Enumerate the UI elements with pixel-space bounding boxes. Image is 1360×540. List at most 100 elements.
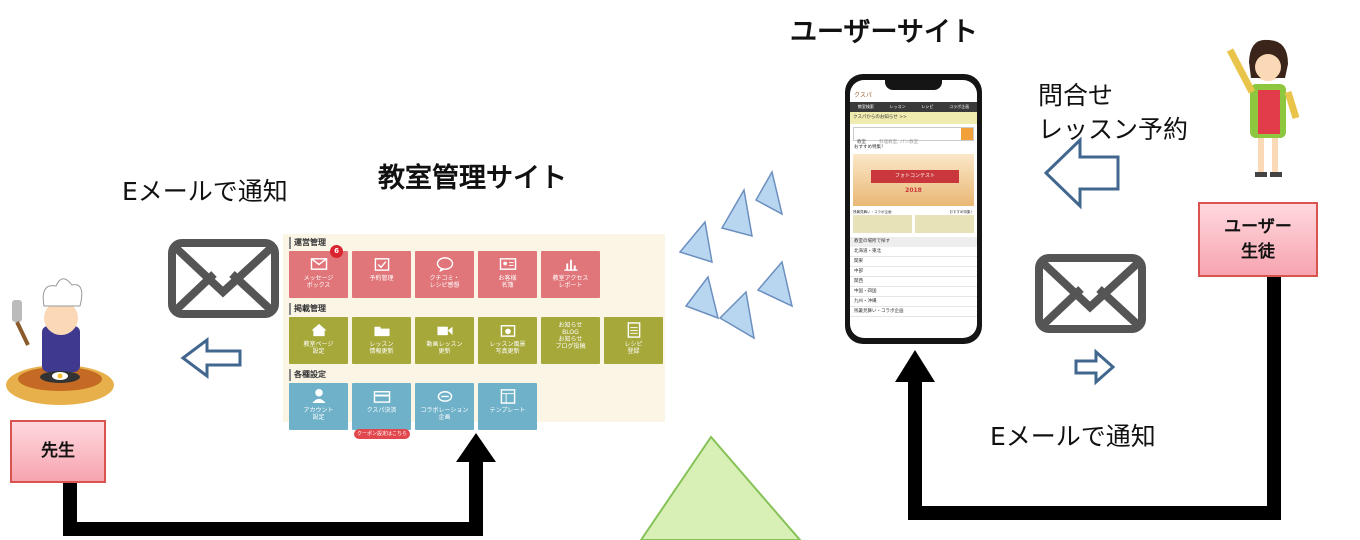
envelope-left-icon <box>168 239 279 318</box>
mail-icon <box>310 258 327 270</box>
phone-thumbnails[interactable] <box>853 215 974 233</box>
user-site-title: ユーザーサイト <box>790 17 978 48</box>
phone-header-logo: クスパ <box>854 92 872 99</box>
phone-thumb-caption-left: 残暑見舞い・コラボ企画 <box>853 210 892 214</box>
admin-tile-label: アカウント設定 <box>303 407 334 421</box>
phone-notch <box>885 80 942 90</box>
admin-tile-template[interactable]: テンプレート <box>478 383 537 430</box>
phone-area-item[interactable]: 北海道・東北 <box>850 247 977 257</box>
teacher-chef-illustration <box>6 278 114 405</box>
bar-chart-icon <box>563 259 578 271</box>
user-woman-illustration <box>1226 39 1300 177</box>
user-to-phone-arrowhead <box>895 350 935 382</box>
admin-tile-label: 予約管理 <box>369 275 394 282</box>
coupon-setting-link[interactable]: クーポン設定はこちら <box>354 429 410 439</box>
user-label-line: 生徒 <box>1240 241 1275 262</box>
admin-tile-label: 動画レッスン更新 <box>426 341 463 355</box>
admin-tile-home[interactable]: 教室ページ設定 <box>289 317 348 364</box>
admin-tile-label: 教室アクセスレポート <box>552 275 589 289</box>
teacher-label: 先生 <box>41 441 75 462</box>
speech-bubble-icon <box>436 257 453 272</box>
admin-tile-label: レシピ登録 <box>624 341 643 355</box>
phone-area-item[interactable]: 関西 <box>850 277 977 287</box>
admin-tile-mail[interactable]: メッセージボックス 6 <box>289 245 348 298</box>
envelope-right-icon <box>1035 254 1146 333</box>
recipe-document-icon <box>627 322 640 338</box>
user-label-line: ユーザー <box>1224 216 1292 237</box>
admin-tile-label: レッスン情報更新 <box>369 341 394 355</box>
user-icon <box>311 388 326 404</box>
phone-nav[interactable]: 教室検索 レッスン レシピ コラボ企画 <box>850 102 977 112</box>
teacher-to-admin-arrow-line <box>63 458 483 536</box>
admin-tile-handshake[interactable]: コラボレーション企画 <box>415 383 474 430</box>
admin-tile-label: メッセージボックス <box>303 275 334 289</box>
admin-tile-video-camera[interactable]: 動画レッスン更新 <box>415 317 474 364</box>
email-notice-left-label: Eメールで通知 <box>122 177 288 206</box>
phone-search-box[interactable]: 教室 料理教室, パン教室 <box>853 127 974 145</box>
admin-section-title: 掲載管理 <box>289 303 665 315</box>
admin-tile-credit-card[interactable]: クスパ決済クーポン設定はこちら <box>352 383 411 439</box>
admin-tile-photo[interactable]: レッスン風景写真更新 <box>478 317 537 364</box>
user-to-phone-arrow-line <box>908 277 1281 520</box>
admin-section-title: 各種設定 <box>289 369 665 381</box>
admin-site-panel: 運営管理メッセージボックス 6 予約管理 クチコミ・レシピ感想 お客様名簿 教室アクセスレ… <box>283 234 665 439</box>
admin-tile-label: テンプレート <box>489 407 526 414</box>
admin-tile-row: メッセージボックス 6 予約管理 クチコミ・レシピ感想 お客様名簿 教室アクセスレポート <box>289 245 665 299</box>
phone-area-item[interactable]: 関東 <box>850 257 977 267</box>
phone-area-item[interactable]: 九州・沖縄 <box>850 297 977 307</box>
phone-search-button[interactable] <box>961 128 973 140</box>
phone-banner-text: フォトコンテスト <box>871 170 959 183</box>
down-right-outline-arrow-icon <box>1074 348 1116 386</box>
admin-tile-calendar-check[interactable]: 予約管理 <box>352 251 411 298</box>
calendar-check-icon <box>374 258 389 271</box>
smartphone-mockup: クスパ 教室検索 レッスン レシピ コラボ企画 クスパからのお知らせ >> 教室 料理… <box>845 74 982 344</box>
admin-tile-label: お客様名簿 <box>498 275 517 289</box>
phone-nav-item[interactable]: 教室検索 <box>857 104 874 109</box>
admin-tile-speech-bubble[interactable]: クチコミ・レシピ感想 <box>415 251 474 298</box>
notification-badge: 6 <box>330 245 343 258</box>
credit-card-icon <box>373 391 390 403</box>
phone-featured-label: おすすめ特集！ <box>854 145 886 150</box>
inquiry-line-2: レッスン予約 <box>1038 115 1189 144</box>
teacher-to-admin-arrowhead <box>456 433 496 462</box>
admin-tile-folder[interactable]: レッスン情報更新 <box>352 317 411 364</box>
phone-nav-item[interactable]: コラボ企画 <box>949 104 970 109</box>
admin-tile-row: アカウント設定 クスパ決済クーポン設定はこちらコラボレーション企画 テンプレート <box>289 383 665 439</box>
phone-area-list: 北海道・東北関東中部関西中国・四国九州・沖縄 <box>850 247 977 307</box>
inquiry-label: 問合せ レッスン予約 <box>1038 78 1188 148</box>
admin-tile-user[interactable]: アカウント設定 <box>289 383 348 430</box>
phone-banner-year: 2018 <box>905 187 922 194</box>
phone-area-item[interactable]: 中国・四国 <box>850 287 977 297</box>
signal-triangles-icon <box>678 169 794 340</box>
phone-notice-bar[interactable]: クスパからのお知らせ >> <box>850 112 977 124</box>
admin-tile-label: クチコミ・レシピ感想 <box>429 275 460 289</box>
phone-nav-item[interactable]: レシピ <box>921 104 934 109</box>
phone-search-placeholder: 料理教室, パン教室 <box>879 140 919 145</box>
inquiry-outline-arrow-icon <box>1043 136 1120 210</box>
admin-tile-label: レッスン風景写真更新 <box>489 341 526 355</box>
user-box: ユーザー生徒 <box>1198 202 1318 277</box>
inquiry-line-1: 問合せ <box>1038 81 1114 110</box>
photo-icon <box>500 325 515 337</box>
admin-tile-id-card[interactable]: お客様名簿 <box>478 251 537 298</box>
admin-tile-label: コラボレーション企画 <box>420 407 469 421</box>
phone-search-left: 教室 <box>857 140 866 145</box>
phone-footer-item[interactable]: 残暑見舞い・コラボ企画 <box>850 307 977 317</box>
phone-area-item[interactable]: 中部 <box>850 267 977 277</box>
green-triangle-shape <box>639 435 802 540</box>
admin-tile-label: クスパ決済 <box>366 407 397 414</box>
admin-tile-bar-chart[interactable]: 教室アクセスレポート <box>541 251 600 298</box>
admin-section-title: 運営管理 <box>289 237 665 249</box>
teacher-box: 先生 <box>10 420 106 483</box>
left-outline-arrow-icon <box>180 337 242 379</box>
phone-banner[interactable]: フォトコンテスト 2018 <box>853 154 974 206</box>
admin-tile-recipe-document[interactable]: レシピ登録 <box>604 317 663 364</box>
template-icon <box>500 389 515 404</box>
handshake-icon <box>437 391 452 402</box>
admin-site-title: 教室管理サイト <box>378 163 567 194</box>
phone-nav-item[interactable]: レッスン <box>889 104 906 109</box>
